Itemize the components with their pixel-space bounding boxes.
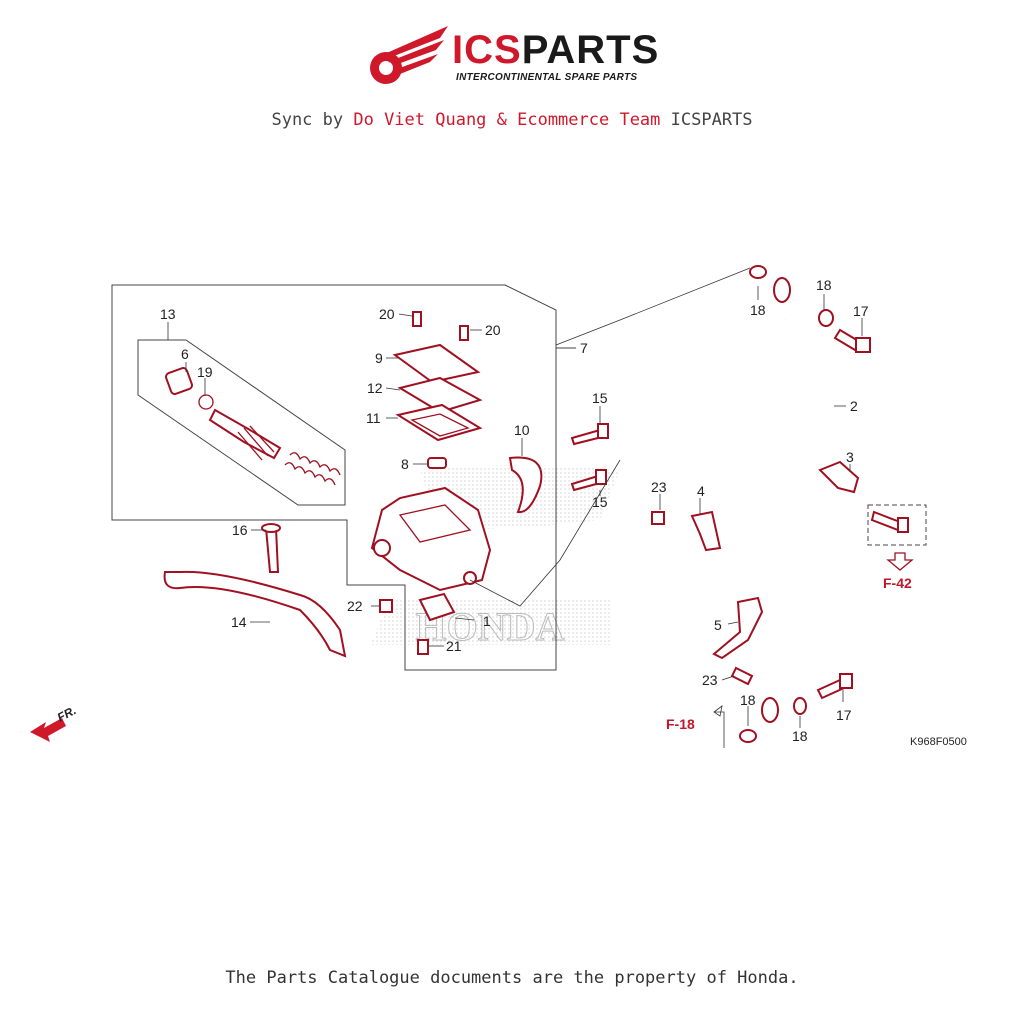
label-part-11: 11 [366,410,381,426]
label-part-1: 1 [483,613,491,629]
label-part-19: 19 [197,364,213,380]
label-part-15b: 15 [592,494,608,510]
bracket-5 [712,596,764,686]
switch-assembly [379,592,456,655]
bolts-15 [570,423,609,492]
label-part-15a: 15 [592,390,608,406]
label-part-20a: 20 [379,306,395,322]
brake-hose [738,277,827,723]
brand-name: ICSPARTS [452,28,660,72]
label-part-18d: 18 [792,728,808,744]
label-part-6: 6 [181,346,189,362]
label-part-18c: 18 [740,692,756,708]
label-part-23b: 23 [702,672,718,688]
label-part-9: 9 [375,350,383,366]
pivot-bolt [264,527,280,573]
master-cylinder [370,486,492,592]
footer-notice: The Parts Catalogue documents are the pr… [225,968,799,988]
hose-clamp-3 [818,460,927,571]
label-part-17b: 17 [836,707,852,723]
reservoir-parts [392,311,483,469]
label-part-3: 3 [846,449,854,465]
diagram-code: K968F0500 [910,736,967,748]
ref-f42: F-42 [883,575,912,591]
label-part-23a: 23 [651,479,667,495]
label-part-21: 21 [446,638,462,654]
hose-clamp-4 [651,510,722,552]
bolts-17 [816,328,871,700]
label-part-16: 16 [232,522,248,538]
brand-tagline: INTERCONTINENTAL SPARE PARTS [456,72,638,83]
label-part-12: 12 [367,380,383,396]
holder-clamp [508,456,543,514]
label-part-20b: 20 [485,322,501,338]
assembly-outline [111,284,576,671]
winged-gear-icon [370,26,448,84]
brand-logo: ICSPARTS INTERCONTINENTAL SPARE PARTS [360,24,670,94]
sync-credit: Sync by Do Viet Quang & Ecommerce Team I… [271,110,753,130]
label-part-7: 7 [580,340,588,356]
label-part-10: 10 [514,422,530,438]
leader-lines [185,267,863,748]
washers [739,265,834,743]
label-part-22: 22 [347,598,363,614]
label-part-14: 14 [231,614,247,630]
label-part-13: 13 [160,306,176,322]
label-part-5: 5 [714,617,722,633]
piston-kit-group [137,322,346,506]
part-labels: 1 2 3 4 5 6 7 8 9 10 11 12 13 14 15 15 1… [160,277,869,744]
brake-lever [163,570,347,658]
label-part-18b: 18 [816,277,832,293]
ref-f18: F-18 [666,716,695,732]
label-part-8: 8 [401,456,409,472]
label-part-17a: 17 [853,303,869,319]
front-arrow-icon: FR. [30,703,78,742]
label-part-4: 4 [697,483,705,499]
label-part-2: 2 [850,398,858,414]
label-part-18a: 18 [750,302,766,318]
